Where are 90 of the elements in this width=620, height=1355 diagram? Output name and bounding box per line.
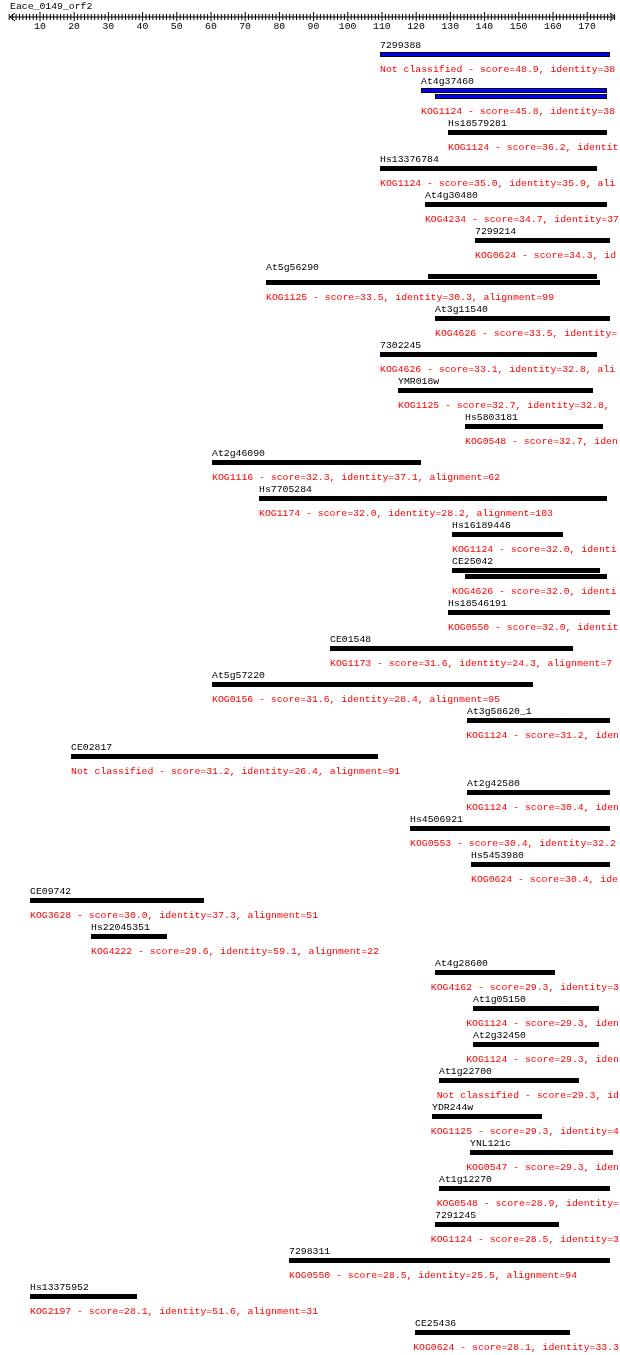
hit-annotation: KOG0624 - score=34.3, id (475, 250, 617, 261)
hit-name: At3g11540 (435, 304, 488, 315)
tick-label: 30 (102, 21, 115, 32)
hit-name: At5g56290 (266, 262, 319, 273)
hit-annotation: Not classified - score=48.9, identity=38 (380, 64, 616, 75)
tick-label: 150 (509, 21, 528, 32)
hit-name: Hs5803181 (465, 412, 518, 423)
tick-label: 130 (441, 21, 460, 32)
hit-name: 7298311 (289, 1246, 331, 1257)
hit-annotation: Not classified - score=29.3, id (436, 1090, 619, 1101)
hit-name: YNL121c (470, 1138, 512, 1149)
hit-annotation: KOG1125 - score=33.5, identity=30.3, alignment=99 (266, 292, 555, 303)
tick-label: 60 (205, 21, 217, 32)
hit-annotation: KOG1124 - score=32.0, identi (452, 544, 617, 555)
tick-label: 140 (475, 21, 494, 32)
hit-name: CE25042 (452, 556, 494, 567)
tick-label: 20 (68, 21, 80, 32)
hit-annotation: KOG1124 - score=30.4, iden (466, 802, 619, 813)
hit-name: Hs13376784 (380, 154, 439, 165)
hit-annotation: KOG1124 - score=29.3, iden (466, 1018, 619, 1029)
hit-annotation: KOG1124 - score=35.0, identity=35.9, ali (380, 178, 616, 189)
hit-name: Hs16189446 (452, 520, 511, 531)
hit-annotation: KOG4234 - score=34.7, identity=37 (425, 214, 619, 225)
hit-annotation: KOG1173 - score=31.6, identity=24.3, alignment=7 (330, 658, 613, 669)
hit-annotation: KOG0548 - score=28.9, identity= (436, 1198, 619, 1209)
hit-name: CE02817 (71, 742, 113, 753)
hit-name: YMR018w (398, 376, 440, 387)
hit-annotation: KOG4626 - score=32.0, identi (452, 586, 617, 597)
tick-label: 120 (407, 21, 425, 32)
hit-annotation: KOG1124 - score=29.3, iden (466, 1054, 619, 1065)
hit-annotation: KOG0624 - score=30.4, ide (471, 874, 618, 885)
tick-label: 80 (273, 21, 286, 32)
tick-label: 70 (239, 21, 251, 32)
hit-annotation: KOG1174 - score=32.0, identity=28.2, alignment=103 (259, 508, 553, 519)
hit-annotation: KOG0553 - score=30.4, identity=32.2 (410, 838, 616, 849)
hit-name: Hs13375952 (30, 1282, 89, 1293)
hit-annotation: KOG0548 - score=32.7, iden (465, 436, 618, 447)
hit-annotation: KOG1116 - score=32.3, identity=37.1, alignment=62 (212, 472, 501, 483)
hit-name: Hs22045351 (91, 922, 150, 933)
hit-annotation: KOG4626 - score=33.5, identity= (435, 328, 618, 339)
hit-name: At1g22700 (439, 1066, 492, 1077)
tick-label: 50 (170, 21, 183, 32)
hit-name: At4g37460 (421, 76, 474, 87)
hit-name: Hs4506921 (410, 814, 463, 825)
hit-annotation: KOG0624 - score=28.1, identity=33.3 (413, 1342, 619, 1353)
hit-name: At2g42580 (467, 778, 520, 789)
tick-label: 170 (578, 21, 596, 32)
tick-label: 110 (373, 21, 391, 32)
hit-annotation: KOG0547 - score=29.3, iden (466, 1162, 619, 1173)
tick-label: 40 (136, 21, 149, 32)
hit-name: 7291245 (435, 1210, 477, 1221)
hit-annotation: KOG1124 - score=36.2, identit (448, 142, 619, 153)
sequence-title: Eace_0149_orf2 (10, 1, 93, 12)
hit-annotation: KOG4162 - score=29.3, identity=3 (430, 982, 619, 993)
hit-annotation: KOG4222 - score=29.6, identity=59.1, alignment=22 (91, 946, 380, 957)
hit-annotation: KOG1125 - score=29.3, identity=4 (430, 1126, 619, 1137)
hit-annotation: KOG1124 - score=45.8, identity=38 (421, 106, 615, 117)
hit-name: At4g28600 (435, 958, 488, 969)
hit-name: 7299388 (380, 40, 422, 51)
hit-annotation: KOG1124 - score=31.2, iden (466, 730, 619, 741)
hit-annotation: KOG4626 - score=33.1, identity=32.8, ali (380, 364, 616, 375)
hit-name: CE09742 (30, 886, 72, 897)
hit-name: At1g05150 (473, 994, 526, 1005)
hit-annotation: KOG2197 - score=28.1, identity=51.6, alignment=31 (30, 1306, 319, 1317)
hit-name: CE01548 (330, 634, 372, 645)
hit-name: Hs18546191 (448, 598, 507, 609)
hit-name: 7302245 (380, 340, 422, 351)
hit-name: YDR244w (432, 1102, 474, 1113)
tick-label: 160 (544, 21, 562, 32)
hit-annotation: KOG3628 - score=30.0, identity=37.3, alignment=51 (30, 910, 319, 921)
hit-annotation: KOG1125 - score=32.7, identity=32.8, (398, 400, 610, 411)
tick-label: 90 (307, 21, 320, 32)
hit-name: At2g32450 (473, 1030, 526, 1041)
hit-name: At1g12270 (439, 1174, 492, 1185)
tick-label: 100 (338, 21, 357, 32)
hit-annotation: KOG0550 - score=32.0, identit (448, 622, 619, 633)
hit-name: At2g46090 (212, 448, 265, 459)
hit-annotation: KOG0156 - score=31.6, identity=28.4, alignment=95 (212, 694, 501, 705)
hit-name: At5g57220 (212, 670, 265, 681)
hit-name: 7299214 (475, 226, 517, 237)
tick-label: 10 (34, 21, 46, 32)
hit-name: Hs18579281 (448, 118, 507, 129)
hit-name: At3g58620_1 (467, 706, 532, 717)
hit-name: Hs5453980 (471, 850, 524, 861)
hit-annotation: KOG1124 - score=28.5, identity=3 (430, 1234, 619, 1245)
hit-name: CE25436 (415, 1318, 457, 1329)
hit-annotation: Not classified - score=31.2, identity=26.4, alignment=91 (71, 766, 401, 777)
hit-annotation: KOG0550 - score=28.5, identity=25.5, alignment=94 (289, 1270, 578, 1281)
hit-name: Hs7705284 (259, 484, 312, 495)
hit-name: At4g30480 (425, 190, 478, 201)
